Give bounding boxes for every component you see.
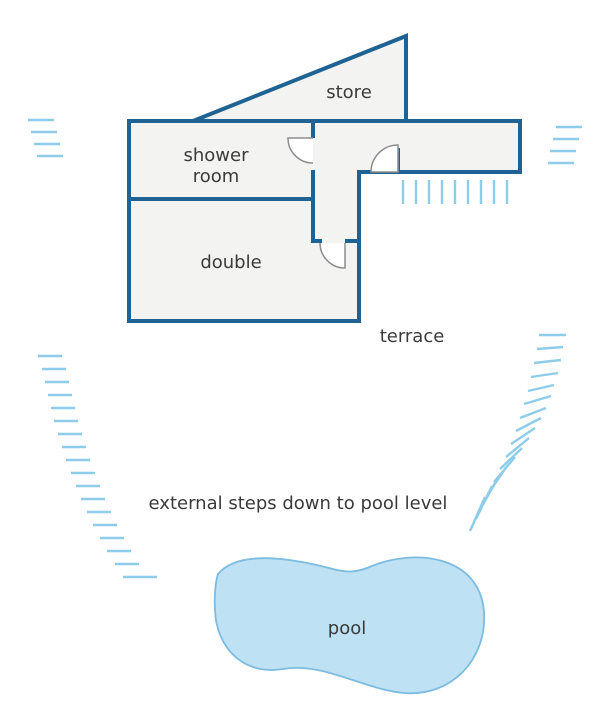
steps-left-staircase	[38, 354, 157, 579]
pool-shape	[213, 556, 485, 695]
steps-right-staircase	[468, 333, 566, 532]
shower-room-label-line1: shower	[184, 145, 250, 166]
internal-walls	[129, 121, 400, 243]
steps-under-right-wing	[401, 180, 509, 204]
main-building	[127, 119, 522, 323]
double-room-door	[319, 242, 346, 269]
shower-room-door	[287, 137, 314, 164]
steps-top-left	[28, 118, 63, 158]
external-steps-label: external steps down to pool level	[149, 493, 448, 514]
double-room-label: double	[200, 252, 261, 273]
shower-room-label-line2: room	[193, 166, 240, 187]
terrace-label: terrace	[380, 326, 445, 347]
steps-top-right	[548, 125, 582, 165]
corridor-door	[370, 144, 399, 173]
store-label: store	[326, 82, 372, 103]
pool-label: pool	[328, 618, 366, 639]
store-room	[192, 33, 408, 123]
